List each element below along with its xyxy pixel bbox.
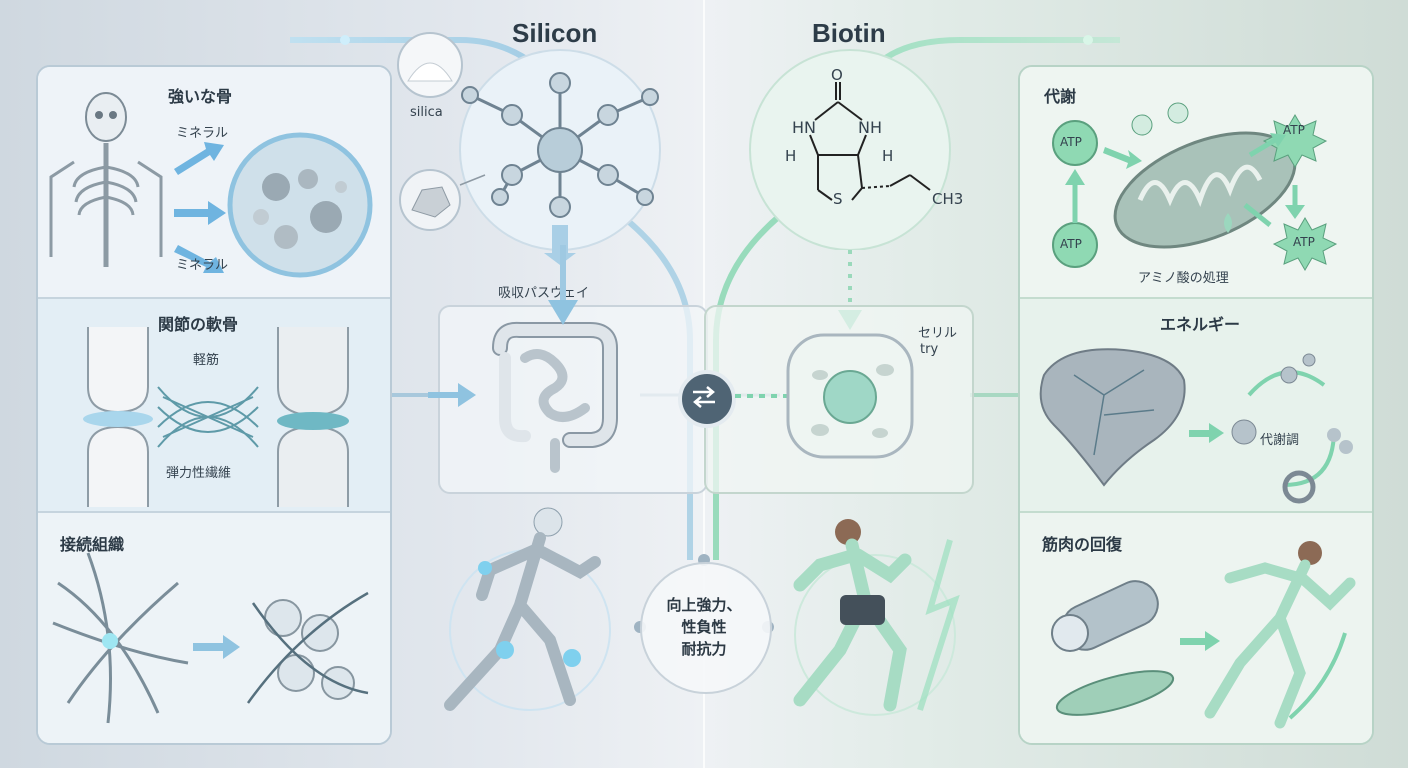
mitochondria-icon	[1052, 102, 1338, 271]
benefit-line-3: 耐抗力	[681, 640, 727, 658]
biotin-title: Biotin	[812, 18, 886, 48]
atp-label-1: ATP	[1060, 135, 1082, 149]
cell-icon	[786, 333, 914, 459]
bone-title: 強いな骨	[168, 87, 233, 106]
biotin-runner-icon	[793, 519, 960, 716]
biotin-nh: NH	[858, 118, 882, 137]
divider	[1020, 297, 1372, 299]
silicon-molecule-graphic	[397, 32, 661, 265]
biotin-hn: HN	[792, 118, 816, 137]
silicon-runner-icon	[444, 507, 611, 711]
connective-section: 接続組織	[38, 513, 390, 743]
intake-arrow	[428, 383, 476, 407]
cartilage-title: 関節の軟骨	[158, 315, 239, 334]
tissue-icon	[52, 552, 369, 724]
bone-section: 強いな骨 ミネラル ミネラル	[38, 67, 390, 297]
liver-icon	[1039, 348, 1353, 504]
atp-label-4: ATP	[1293, 235, 1315, 249]
metabolism-section: 代謝 ATP ATP ATP ATP アミノ酸の処理	[1020, 67, 1372, 297]
atp-label-2: ATP	[1060, 237, 1082, 251]
biotin-ch3: CH3	[932, 190, 964, 208]
muscle-runner-icon	[1051, 541, 1356, 729]
divider	[38, 511, 390, 513]
cell-label-2: try	[920, 342, 939, 357]
absorption-label: 吸収パスウェイ	[498, 286, 590, 301]
biotin-s: S	[833, 190, 843, 208]
divider	[1020, 511, 1372, 513]
ligament-label: 軽筋	[193, 353, 220, 368]
mineral-label-2: ミネラル	[176, 258, 229, 273]
muscle-section: 筋肉の回復	[1020, 513, 1372, 743]
connective-title: 接続組織	[60, 535, 125, 554]
benefit-circle	[640, 562, 772, 694]
intestine-icon	[492, 321, 618, 473]
biotin-o: O	[831, 66, 843, 84]
mineral-label-1: ミネラル	[176, 126, 229, 141]
joint-icon	[83, 327, 349, 507]
energy-section: エネルギー 代謝調	[1020, 299, 1372, 511]
amino-label: アミノ酸の処理	[1138, 271, 1229, 286]
metabolism-title: 代謝	[1044, 87, 1077, 106]
benefit-line-1: 向上強力、	[666, 596, 742, 614]
cartilage-section: 関節の軟骨 軽筋 弾力性繊維	[38, 299, 390, 511]
regulation-label: 代謝調	[1260, 433, 1300, 448]
divider	[38, 297, 390, 299]
biotin-h-left: H	[785, 147, 797, 165]
fiber-label: 弾力性繊維	[166, 466, 232, 481]
cell-label-1: セリル	[918, 326, 958, 341]
muscle-title: 筋肉の回復	[1042, 535, 1123, 554]
energy-title: エネルギー	[1160, 315, 1241, 334]
skeleton-icon	[49, 92, 373, 278]
biotin-structure-graphic	[749, 49, 951, 250]
benefit-line-2: 性負性	[681, 618, 727, 636]
silica-label: silica	[410, 105, 443, 120]
biotin-h-right: H	[882, 147, 894, 165]
exchange-icon	[678, 370, 736, 428]
silicon-down-arrow	[548, 245, 578, 325]
silicon-title: Silicon	[512, 18, 598, 48]
silicon-benefits-panel: 強いな骨 ミネラル ミネラル	[36, 65, 392, 745]
atp-label-3: ATP	[1283, 123, 1305, 137]
biotin-benefits-panel: 代謝 ATP ATP ATP ATP アミノ酸の処理	[1018, 65, 1374, 745]
